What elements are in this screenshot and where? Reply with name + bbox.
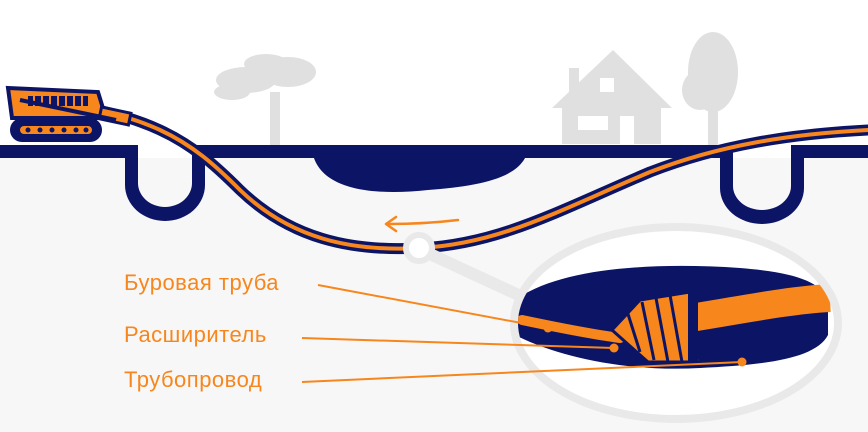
direction-arrow-icon <box>384 215 460 233</box>
ground-surface-left <box>0 145 135 158</box>
pipeline-label: Трубопровод <box>124 367 263 392</box>
tall-tree-icon <box>682 32 738 150</box>
house-icon <box>552 50 672 144</box>
ground-surface-mid <box>195 145 725 158</box>
pipeline-leader <box>301 361 743 383</box>
magnified-drill-pipe <box>518 315 625 343</box>
magnified-pipeline <box>687 284 831 332</box>
reamer-icon <box>609 290 702 364</box>
tree-icon <box>214 54 316 148</box>
water-body <box>312 150 528 192</box>
reamer-label: Расширитель <box>124 322 267 347</box>
magnified-view <box>518 265 831 369</box>
reamer-leader <box>301 337 615 349</box>
drill-pipe-leader <box>317 284 549 329</box>
leader-lines <box>301 284 743 383</box>
exit-pit <box>720 145 804 224</box>
drilling-rig-icon <box>5 85 133 142</box>
entry-pit <box>125 145 205 221</box>
drill-pipe-label: Буровая труба <box>124 270 280 295</box>
ground-surface-right <box>800 145 868 158</box>
zoom-point <box>403 232 435 264</box>
